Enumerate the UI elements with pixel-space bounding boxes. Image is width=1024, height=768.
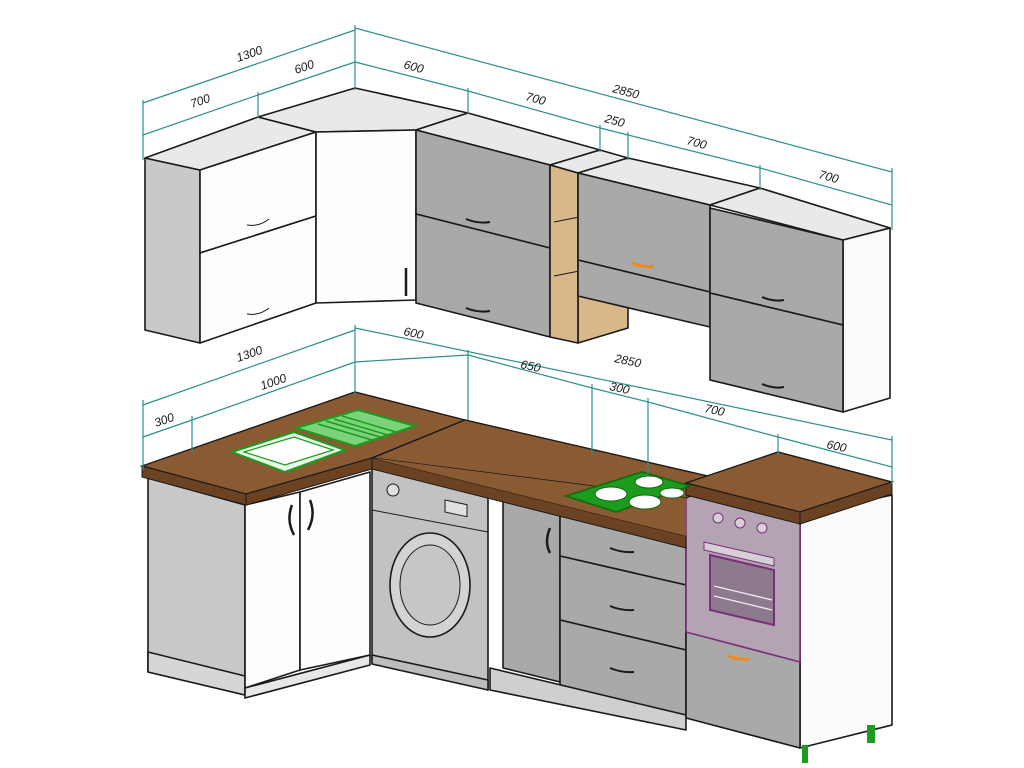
upper-right-b-door-bottom[interactable] xyxy=(709,292,844,413)
handle-icon xyxy=(727,654,751,661)
washing-machine-display xyxy=(444,499,468,518)
dim-upper-right-700a: 700 xyxy=(685,133,708,152)
dim-lower-left-300: 300 xyxy=(152,410,176,430)
oven-knob-icon xyxy=(712,512,724,524)
upper-corner-door[interactable] xyxy=(315,129,417,304)
handle-icon xyxy=(609,667,635,674)
countertop-right-side-edge xyxy=(799,481,893,525)
dim-lower-end-600: 600 xyxy=(825,437,848,455)
dim-upper-corner-600: 600 xyxy=(402,57,425,76)
oven-knob-icon xyxy=(734,517,746,529)
dim-lower-left-total: 1300 xyxy=(234,343,264,365)
handle-icon xyxy=(306,499,314,531)
handle-icon xyxy=(465,307,491,313)
sink-drainboard xyxy=(292,408,419,448)
lower-left-door-a[interactable] xyxy=(244,491,301,689)
leg-icon xyxy=(802,745,808,763)
handle-icon xyxy=(465,218,491,224)
upper-right-b-side xyxy=(842,227,891,413)
dim-lower-corner-600: 600 xyxy=(402,324,425,342)
handle-icon xyxy=(609,547,635,554)
dim-lower-left-1000: 1000 xyxy=(258,371,288,393)
lower-middle-plinth xyxy=(489,667,687,731)
oven-knob-icon xyxy=(756,522,768,534)
burner-icon xyxy=(628,494,662,510)
leg-icon xyxy=(867,725,875,743)
upper-cabinets xyxy=(144,87,891,413)
handle-icon xyxy=(545,527,552,554)
dim-upper-open-250: 250 xyxy=(602,111,626,130)
lower-cabinets xyxy=(139,391,895,763)
dim-upper-right-total: 2850 xyxy=(610,81,641,102)
dim-lower-hob-700: 700 xyxy=(703,401,726,419)
burner-icon xyxy=(659,487,685,499)
countertop-middle-edge xyxy=(371,457,687,549)
handle-icon xyxy=(246,307,270,315)
open-shelf-side xyxy=(549,164,579,344)
sink[interactable] xyxy=(228,408,419,474)
handle-icon xyxy=(761,383,785,389)
sink-bowl xyxy=(241,436,335,466)
dim-lower-hob-300: 300 xyxy=(608,379,631,397)
burner-icon xyxy=(634,475,664,489)
burner-icon xyxy=(594,486,628,502)
dim-upper-left-total: 1300 xyxy=(234,43,264,65)
dim-upper-left-600: 600 xyxy=(292,57,316,77)
upper-dimensions: 1300 700 600 2850 600 700 250 700 700 xyxy=(142,25,893,230)
countertop-middle-fill xyxy=(372,458,686,536)
handle-icon xyxy=(246,218,270,226)
handle-icon xyxy=(609,605,635,612)
oven-cabinet-side xyxy=(799,494,893,749)
oven-handle-icon xyxy=(703,541,775,567)
handle-icon xyxy=(288,504,296,536)
dim-upper-mid-700: 700 xyxy=(524,89,547,108)
hob[interactable] xyxy=(563,471,693,513)
dim-lower-mid-650: 650 xyxy=(519,357,542,375)
dim-upper-left-700: 700 xyxy=(188,91,212,111)
dim-lower-right-total: 2850 xyxy=(612,351,642,371)
handle-icon xyxy=(631,261,655,269)
oven-window xyxy=(709,553,775,627)
lower-left-plinth-front xyxy=(244,654,371,699)
drainer-ribs-icon xyxy=(317,415,397,441)
handle-icon xyxy=(761,296,785,302)
washing-machine-window xyxy=(399,544,461,626)
dim-upper-right-700b: 700 xyxy=(817,167,840,186)
lower-dimensions: 1300 300 1000 2850 600 650 300 700 600 xyxy=(142,324,893,484)
lower-middle-door[interactable] xyxy=(502,499,561,683)
upper-left-side xyxy=(144,157,201,344)
washing-machine-plinth xyxy=(371,654,489,691)
washing-machine-knob-icon xyxy=(386,483,400,497)
oven-rack-icon xyxy=(713,585,773,611)
